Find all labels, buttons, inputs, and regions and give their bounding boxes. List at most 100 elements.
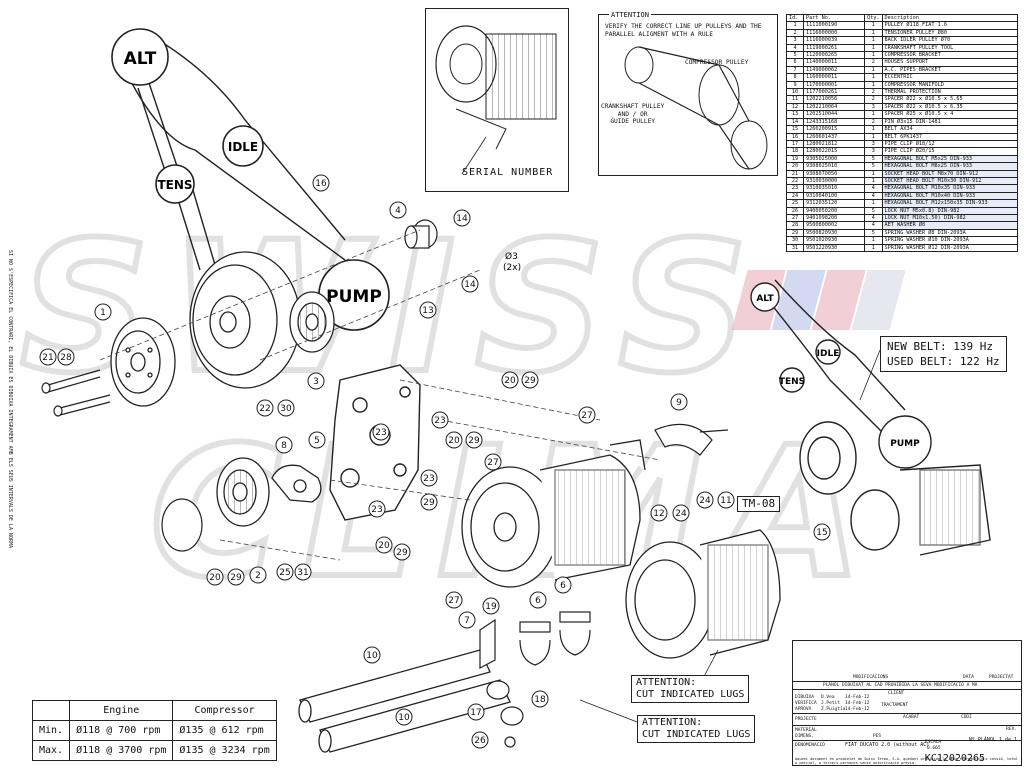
callout-5: 5: [308, 431, 326, 449]
callout-10a: 10: [363, 646, 381, 664]
callout-8: 8: [275, 436, 293, 454]
side-note: SI NO S'ESPECIFICA EL CONTRARI, EL DIBUI…: [4, 250, 14, 580]
callout-19: 19: [482, 597, 500, 615]
parts-cell-partno: 9308070050: [803, 169, 865, 178]
parts-cell-partno: 1170000001: [803, 80, 865, 90]
tb-acabat: ACABAT: [903, 715, 920, 720]
tb-dibuixa: DIBUIXA: [795, 695, 814, 700]
parts-cell-id: 11: [786, 95, 804, 104]
parts-cell-desc: A.C. PIPES BRACKET: [881, 65, 1018, 75]
callout-9: 9: [670, 393, 688, 411]
parts-cell-partno: 1280022015: [803, 147, 865, 156]
svg-text:7: 7: [464, 616, 470, 626]
tb-disclaimer: Aquest document és propietat de Swiss Te…: [795, 757, 1018, 765]
parts-cell-partno: 1260601437: [803, 132, 865, 141]
parts-cell-partno: 9400050200: [803, 206, 865, 215]
speed-table-corner: [31, 700, 71, 721]
callout-20d: 20: [206, 568, 224, 586]
belt-frequency-box: NEW BELT: 139 Hz USED BELT: 122 Hz: [880, 336, 1007, 372]
parts-cell-id: 25: [786, 199, 804, 208]
assembly-guide-lines: [99, 229, 661, 561]
parts-cell-desc: HEXAGONAL BOLT M5x25 DIN-933: [881, 154, 1018, 164]
parts-table-header: Id. Part No. Qty. Description: [786, 13, 1018, 23]
parts-cell-qty: 3: [864, 102, 883, 112]
thermal-protection-10: [298, 649, 511, 753]
tb-aprova-date: 14-Feb-12: [845, 707, 870, 712]
parts-cell-qty: 2: [864, 58, 883, 67]
callout-22: 22: [256, 399, 274, 417]
parts-cell-desc: COMPRESSOR BRACKET: [881, 51, 1018, 60]
tb-pes: PES: [873, 734, 882, 739]
tb-dibuixa-name: D.Vea: [821, 695, 835, 700]
svg-text:14: 14: [464, 280, 476, 290]
svg-text:1: 1: [100, 308, 106, 318]
compressor-bracket-5: [329, 364, 421, 521]
parts-cell-desc: SOCKET HEAD BOLT M8x70 DIN-912: [881, 169, 1018, 178]
parts-cell-partno: 9500800002: [803, 221, 865, 230]
parts-cell-qty: 4: [864, 184, 883, 193]
callout-bubbles: 1 2 3 4 5 6 6 7 8 9 10 10 11 12 13 14 14…: [39, 174, 831, 749]
svg-text:27: 27: [448, 596, 459, 606]
svg-text:17: 17: [470, 708, 481, 718]
tb-material: MATERIAL: [795, 728, 817, 733]
callout-29d: 29: [393, 543, 411, 561]
parts-cell-partno: 1119000261: [803, 43, 865, 53]
callout-6b: 6: [554, 576, 572, 594]
parts-cell-qty: 5: [864, 154, 883, 164]
callout-26: 26: [471, 731, 489, 749]
parts-cell-qty: 1: [864, 43, 883, 53]
parts-cell-qty: 1: [864, 65, 883, 75]
parts-cell-id: 28: [786, 221, 804, 230]
parts-cell-id: 1: [786, 21, 804, 30]
parts-cell-qty: 5: [864, 228, 883, 238]
cap: [161, 498, 203, 552]
svg-text:4: 4: [395, 206, 401, 216]
svg-text:8: 8: [281, 441, 287, 451]
parts-cell-id: 24: [786, 191, 804, 201]
svg-text:18: 18: [534, 695, 546, 705]
drawing-number: KC12020265: [924, 752, 985, 764]
parts-cell-qty: 4: [864, 213, 883, 223]
cut-lugs-note-2: ATTENTION: CUT INDICATED LUGS: [637, 715, 756, 743]
parts-cell-id: 27: [786, 213, 804, 223]
svg-text:15: 15: [816, 528, 827, 538]
parts-cell-id: 3: [786, 36, 804, 45]
parts-cell-desc: SPACER Ø25 x Ø10.5 x 4: [881, 110, 1018, 119]
parts-cell-desc: HEXAGONAL BOLT M10x40 DIN-933: [881, 191, 1018, 201]
svg-text:13: 13: [422, 306, 433, 316]
svg-text:20: 20: [504, 376, 516, 386]
callout-27a: 27: [578, 406, 596, 424]
svg-text:23: 23: [434, 416, 445, 426]
attention-title: ATTENTION: [609, 11, 651, 20]
speed-row-max: Max. Ø118 @ 3700 rpm Ø135 @ 3234 rpm: [31, 740, 277, 761]
callout-23d: 23: [420, 469, 438, 487]
new-belt-value: 139 Hz: [953, 340, 993, 353]
callout-29c: 29: [420, 493, 438, 511]
svg-text:29: 29: [468, 436, 480, 446]
callout-23c: 23: [368, 500, 386, 518]
tb-tractament: TRACTAMENT: [881, 703, 909, 708]
parts-cell-partno: 1111000190: [803, 21, 865, 30]
svg-text:20: 20: [378, 541, 390, 551]
speed-compressor-value: Ø135 @ 612 rpm: [172, 720, 277, 741]
svg-text:6: 6: [535, 596, 541, 606]
svg-text:16: 16: [315, 179, 327, 189]
pin-note: Ø3 (2x): [503, 251, 521, 273]
parts-cell-id: 6: [786, 58, 804, 67]
svg-text:28: 28: [60, 353, 72, 363]
svg-text:29: 29: [524, 376, 536, 386]
callout-7: 7: [458, 611, 476, 629]
parts-cell-desc: SPRING WASHER Ø10 DIN-2093A: [881, 236, 1018, 245]
parts-cell-id: 8: [786, 73, 804, 82]
parts-cell-partno: 9310035010: [803, 184, 865, 193]
